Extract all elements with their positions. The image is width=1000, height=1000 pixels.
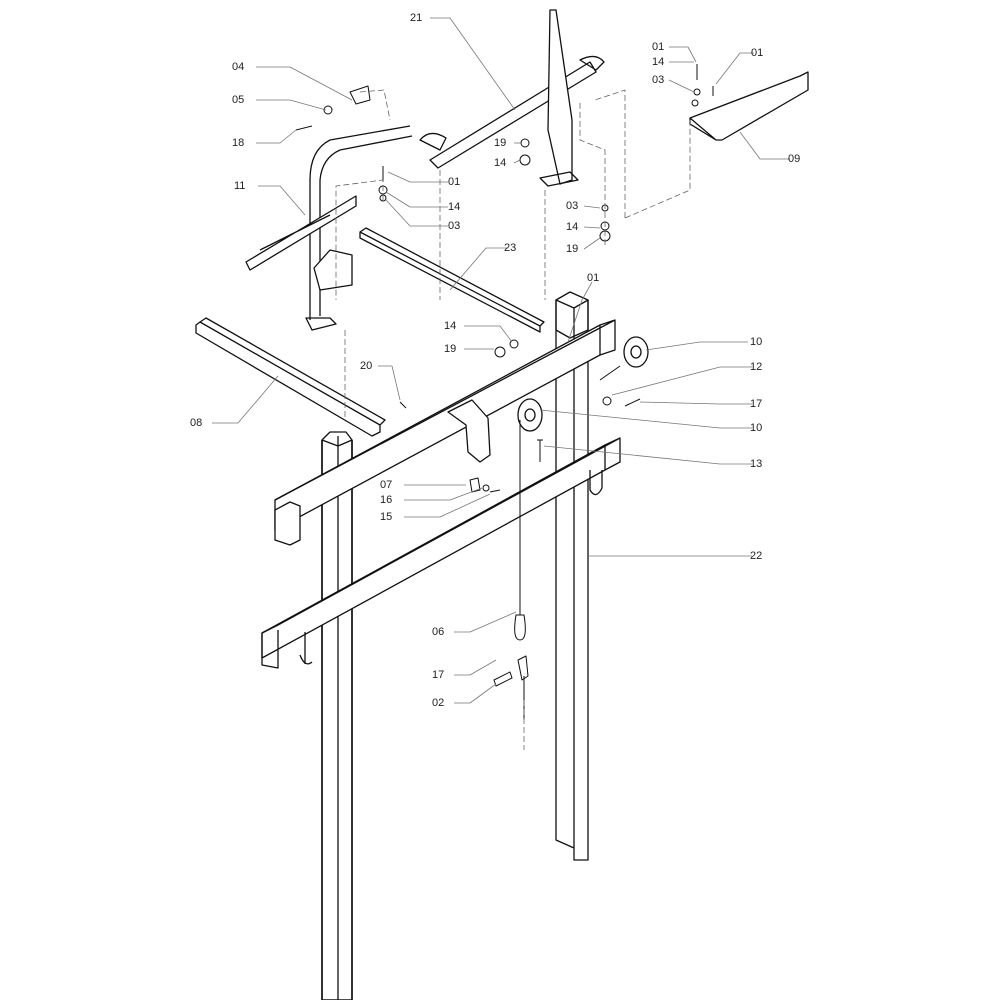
part-23-strip — [359, 227, 545, 333]
callout-20: 20 — [360, 360, 373, 372]
callout-13: 13 — [750, 458, 763, 470]
callout-12: 12 — [750, 361, 763, 373]
callout-15: 15 — [380, 511, 393, 523]
callout-03: 03 — [448, 220, 461, 232]
part-21-bar — [419, 9, 605, 187]
callout-23: 23 — [504, 242, 517, 254]
cable — [514, 420, 526, 641]
callout-14: 14 — [652, 56, 665, 68]
callout-09: 09 — [788, 153, 801, 165]
callout-14: 14 — [444, 320, 457, 332]
callout-08: 08 — [190, 417, 203, 429]
lower-crossbeam — [261, 437, 621, 669]
left-post — [321, 431, 353, 1000]
callout-10: 10 — [750, 336, 763, 348]
callout-03: 03 — [566, 200, 579, 212]
callout-03: 03 — [652, 74, 665, 86]
callout-02: 02 — [432, 697, 445, 709]
callout-19: 19 — [444, 343, 457, 355]
leader-lines — [212, 17, 790, 704]
callout-19: 19 — [566, 243, 579, 255]
callout-16: 16 — [380, 494, 393, 506]
callout-22: 22 — [750, 550, 763, 562]
right-post — [555, 291, 589, 861]
callout-14: 14 — [566, 221, 579, 233]
callout-18: 18 — [232, 137, 245, 149]
assembly-lines — [335, 89, 691, 750]
callout-01: 01 — [652, 41, 665, 53]
callout-10: 10 — [750, 422, 763, 434]
callout-06: 06 — [432, 626, 445, 638]
callout-05: 05 — [232, 94, 245, 106]
callout-17: 17 — [432, 669, 445, 681]
callout-14: 14 — [494, 157, 507, 169]
callout-19: 19 — [494, 137, 507, 149]
part-08-bar — [195, 317, 386, 437]
part-09-bracket — [689, 71, 809, 141]
part-11-stand — [245, 125, 413, 331]
callout-07: 07 — [380, 479, 393, 491]
callout-14: 14 — [448, 201, 461, 213]
callout-01: 01 — [587, 272, 600, 284]
callout-17: 17 — [750, 398, 763, 410]
callout-21: 21 — [410, 12, 423, 24]
callout-11: 11 — [234, 180, 246, 192]
upper-crossbeam — [274, 319, 616, 546]
pulleys — [517, 336, 649, 432]
beam-bracket — [447, 399, 491, 463]
callout-01: 01 — [751, 47, 764, 59]
callout-04: 04 — [232, 61, 245, 73]
callout-01: 01 — [448, 176, 461, 188]
